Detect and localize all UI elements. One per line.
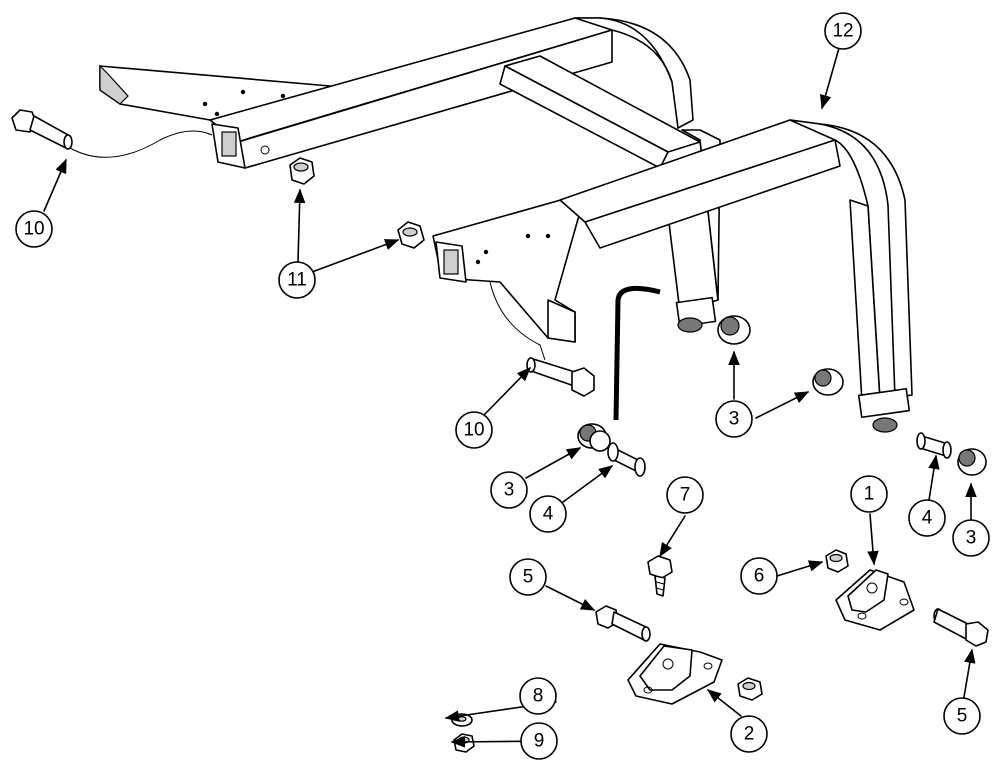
callout-2: 2	[730, 715, 768, 753]
callout-label: 4	[922, 508, 933, 529]
callout-label: 5	[523, 567, 534, 588]
callout-12: 12	[824, 12, 862, 50]
callout-label: 12	[832, 21, 853, 42]
bolt-5-left	[595, 605, 651, 642]
nut-6	[825, 549, 849, 573]
grommet-3-right	[957, 448, 987, 476]
callout-10-upper: 10	[15, 210, 53, 248]
callout-7: 7	[666, 476, 704, 514]
bolt-10-upper	[11, 109, 73, 150]
callout-label: 7	[680, 485, 691, 506]
callout-label: 6	[754, 566, 765, 587]
callout-label: 5	[957, 706, 968, 727]
nut-bracket-2	[737, 677, 763, 701]
callout-3-center: 3	[490, 471, 528, 509]
callout-9: 9	[520, 722, 558, 760]
grommet-3-center	[577, 423, 611, 452]
callout-8: 8	[519, 677, 557, 715]
callout-4-center: 4	[529, 495, 567, 533]
callout-label: 1	[864, 484, 875, 505]
callout-5-left: 5	[509, 558, 547, 596]
bolt-5-right	[933, 608, 989, 647]
callout-3-right: 3	[952, 519, 990, 557]
front-plate-tab	[547, 299, 576, 343]
grommet-3-upper	[717, 315, 751, 345]
bolt-10-lower	[526, 357, 595, 397]
front-rail-side	[584, 139, 841, 249]
callout-label: 10	[463, 420, 484, 441]
callout-label: 2	[744, 724, 755, 745]
callout-label: 4	[543, 504, 554, 525]
callout-label: 3	[966, 528, 977, 549]
front-hoop-bend	[789, 119, 913, 401]
callout-10-lower: 10	[455, 411, 493, 449]
bracket-1	[835, 569, 915, 631]
callout-1: 1	[850, 475, 888, 513]
nut-11-right	[397, 221, 425, 249]
callout-11: 11	[278, 261, 316, 299]
callout-label: 9	[534, 731, 545, 752]
nut-11-upper	[289, 157, 315, 185]
frame-weldment	[99, 17, 913, 433]
callout-label: 11	[287, 270, 307, 291]
grommet-3-mid	[812, 368, 844, 396]
screw-7	[647, 555, 673, 597]
rear-plate-flange	[99, 64, 129, 105]
callout-label: 8	[533, 686, 544, 707]
callout-3-upper: 3	[715, 400, 753, 438]
callout-5-right: 5	[943, 697, 981, 735]
callout-label: 10	[23, 219, 44, 240]
callout-label: 3	[504, 480, 515, 501]
callout-4-right: 4	[908, 499, 946, 537]
nut-9	[453, 733, 475, 753]
rear-hoop-bend	[574, 17, 694, 129]
spacer-4-center	[607, 442, 646, 477]
leader-lines	[43, 47, 977, 748]
spacer-4-right	[916, 432, 952, 459]
bracket-2	[627, 643, 723, 705]
callout-6: 6	[740, 557, 778, 595]
callout-label: 3	[729, 409, 740, 430]
